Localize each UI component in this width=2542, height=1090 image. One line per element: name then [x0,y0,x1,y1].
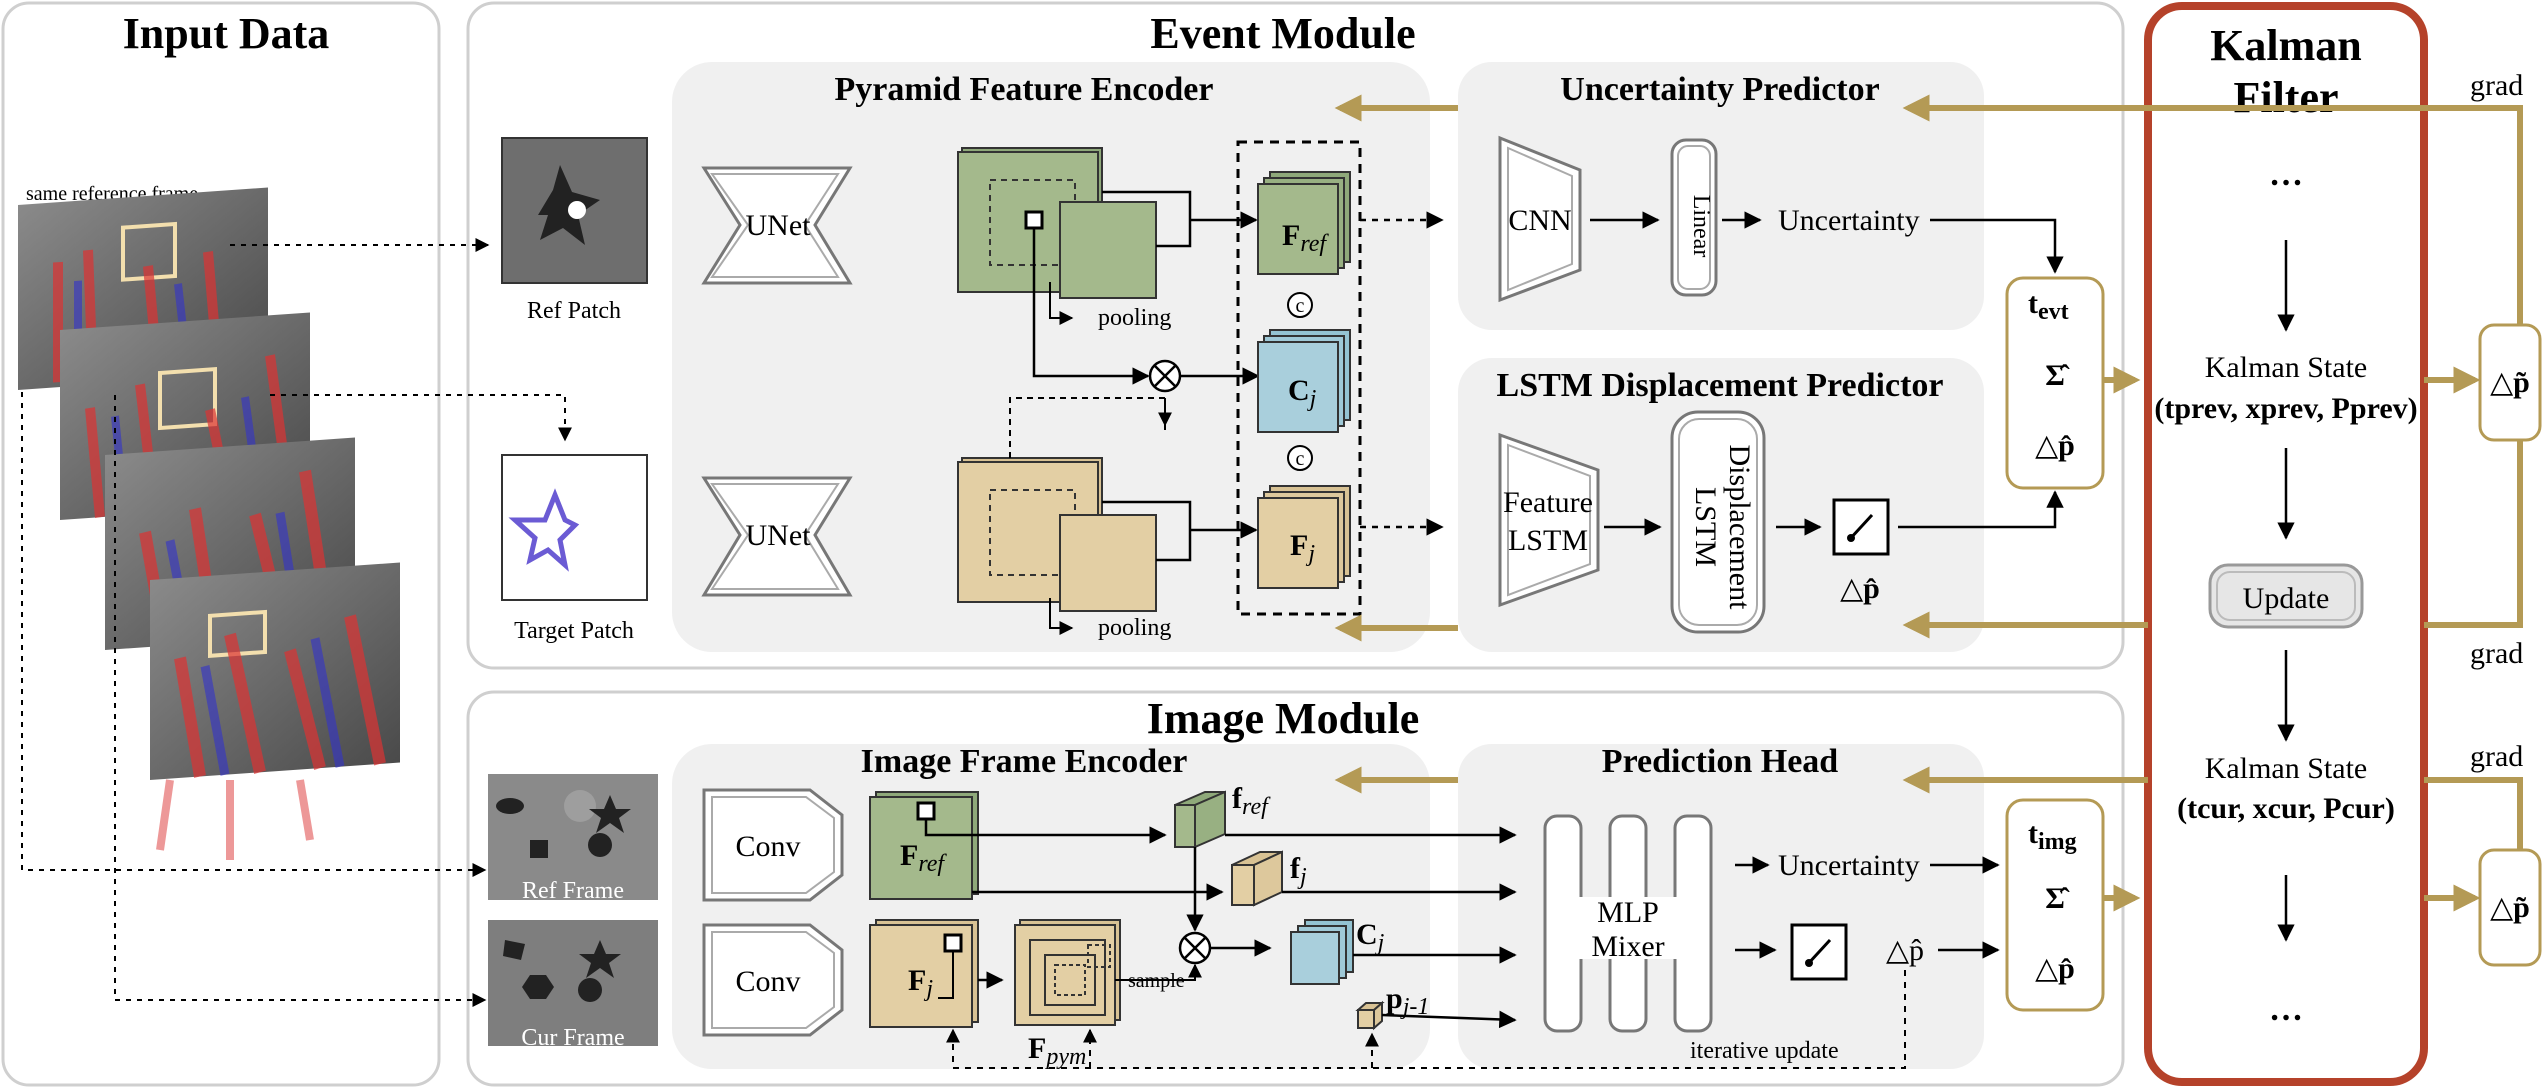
linear-label: Linear [1688,195,1714,258]
gradient-flows [1334,94,2523,912]
kalman-state-cur-value: (tcur, xcur, Pcur) [2177,792,2395,825]
delta-evt: △p̂ [2035,429,2075,462]
delta-tilde-top: △p̃ [2490,366,2530,399]
F-j-image: Fj [908,964,933,1002]
kalman-title-2: Filter [2233,73,2338,122]
cur-frame-label: Cur Frame [521,1025,624,1051]
grad-label-2: grad [2470,637,2523,670]
uncertainty-predictor: Uncertainty Predictor CNN Linear Uncerta… [1458,62,2064,330]
C-j-image: Cj [1356,918,1385,956]
delta-tilde-box-top: △p̃ [2478,323,2542,442]
event-output-box: tevt Σ̂ △p̂ [2005,276,2105,490]
concat-symbol-1: c [1296,295,1305,317]
input-connectors [21,238,572,1007]
pooling-bottom: pooling [1098,615,1171,641]
image-encoder-title: Image Frame Encoder [861,743,1188,780]
concat-symbol-2: c [1296,448,1305,470]
image-module-panel: Image Module Ref Frame Cur Frame Image F… [466,690,2125,1087]
ref-frame-thumb: Ref Frame [488,774,658,904]
ref-patch: Ref Patch [501,137,648,324]
displacement-lstm-line1: Displacement [1723,445,1756,611]
kalman-state-prev-label: Kalman State [2205,351,2367,384]
iterative-update-label: iterative update [1690,1038,1839,1064]
mixer-label: Mixer [1591,930,1664,963]
kalman-dots-bottom: … [2269,991,2303,1028]
event-module-title: Event Module [1150,9,1415,58]
cur-frame-thumb: Cur Frame [488,920,658,1051]
feature-lstm-line1: Feature [1503,486,1593,519]
delta-tilde-box-bottom: △p̃ [2478,848,2542,967]
f-j-small: fj [1290,852,1307,890]
F-pym: Fpym [1028,1032,1086,1070]
event-module-panel: Event Module Ref Patch Target Patch Pyra… [466,1,2125,670]
head-uncertainty: Uncertainty [1778,849,1920,882]
ref-frame-label: Ref Frame [522,878,624,904]
kalman-title-1: Kalman [2210,21,2362,70]
grad-label-1: grad [2470,69,2523,102]
kalman-state-cur-label: Kalman State [2205,752,2367,785]
image-module-title: Image Module [1147,694,1420,743]
image-output-box: timg Σ̂ △p̂ [2005,798,2105,1012]
uncertainty-label: Uncertainty [1778,204,1920,237]
conv-bottom: Conv [735,965,800,998]
displacement-lstm-line2: LSTM [1689,487,1722,567]
unet-top: UNet [746,209,812,242]
delta-img: △p̂ [2035,952,2075,985]
head-delta-p: △p̂ [1886,934,1924,967]
lstm-delta-p: △p̂ [1840,572,1880,605]
unet-bottom: UNet [746,519,812,552]
pyramid-encoder-title: Pyramid Feature Encoder [835,71,1214,108]
pyramid-feature-encoder: Pyramid Feature Encoder UNet UNet poolin… [672,62,1430,652]
input-data-title: Input Data [123,9,330,58]
conv-top: Conv [735,830,800,863]
grad-label-3: grad [2470,740,2523,773]
kalman-state-prev-value: (tprev, xprev, Pprev) [2154,392,2417,425]
update-label[interactable]: Update [2243,582,2330,615]
prediction-head-title: Prediction Head [1602,743,1838,780]
uncertainty-predictor-title: Uncertainty Predictor [1560,71,1879,108]
image-frame-encoder: Image Frame Encoder Conv Conv Fref Fj [672,743,1430,1070]
target-patch-label: Target Patch [514,618,634,644]
target-patch: Target Patch [501,454,648,644]
mlp-label: MLP [1597,896,1659,929]
feature-lstm-line2: LSTM [1508,524,1588,557]
f-ref-small: fref [1232,782,1271,820]
kalman-filter-panel: Kalman Filter … Kalman State (tprev, xpr… [2144,2,2428,1086]
prediction-head: Prediction Head MLP Mixer Uncertainty △p… [1458,743,2000,1069]
kalman-dots-top: … [2269,156,2303,193]
delta-tilde-bottom: △p̃ [2490,891,2530,924]
f-ref-event: Fref [1282,219,1329,257]
cnn-label: CNN [1508,204,1571,237]
lstm-predictor-title: LSTM Displacement Predictor [1497,367,1944,404]
F-ref-image: Fref [900,839,947,877]
mlp-mixer-block: MLP Mixer [1543,814,1713,1033]
t-img: timg [2028,817,2077,855]
lstm-displacement-predictor: LSTM Displacement Predictor Feature LSTM… [1458,358,2064,652]
f-j-event: Fj [1290,529,1315,567]
c-j-event: Cj [1288,374,1317,412]
t-evt: tevt [2028,287,2069,325]
event-frame-stack [18,187,400,860]
pooling-top: pooling [1098,305,1171,331]
ref-patch-label: Ref Patch [527,298,621,324]
input-data-panel: Input Data same reference frame [1,1,441,1087]
